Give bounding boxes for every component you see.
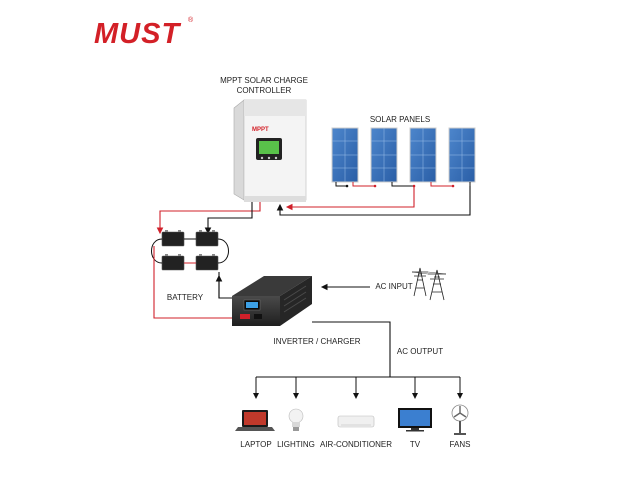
solar-panel-4 [448, 127, 476, 183]
solar-panel-1 [331, 127, 359, 183]
solar-to-controller-black-wire [276, 186, 471, 216]
ac-input-label: AC INPUT [375, 282, 413, 291]
load-label-air-conditioner: AIR-CONDITIONER [320, 440, 392, 449]
ac-output-label: AC OUTPUT [396, 347, 444, 356]
fan-icon [451, 404, 469, 435]
battery-label: BATTERY [166, 293, 204, 302]
battery-bank [151, 230, 229, 271]
solar-panels-label: SOLAR PANELS [369, 115, 431, 124]
transmission-tower-icon [411, 267, 447, 301]
inverter-label: INVERTER / CHARGER [273, 337, 361, 346]
controller-badge: MPPT [252, 127, 269, 133]
solar-panel-array [331, 127, 476, 183]
bulb-icon [288, 408, 304, 431]
load-label-tv: TV [409, 440, 421, 449]
controller-to-battery-black-wire [204, 202, 253, 235]
controller-label-line1: MPPT SOLAR CHARGE [220, 76, 308, 85]
must-logo: MUST [94, 18, 181, 50]
tv-icon [398, 408, 432, 432]
solar-panel-2 [370, 127, 398, 183]
mppt-controller: MPPT [233, 99, 307, 202]
ac-output-wire [312, 321, 391, 377]
controller-label-line2: CONTROLLER [236, 86, 292, 95]
load-label-lighting: LIGHTING [277, 440, 315, 449]
air-conditioner-icon [337, 415, 375, 428]
battery-to-inverter-red-wire [153, 246, 242, 322]
inverter-charger [232, 276, 312, 326]
load-label-fans: FANS [449, 440, 471, 449]
panel-interconnect-wires [335, 182, 471, 188]
solar-to-controller-red-wire [285, 186, 415, 211]
load-label-laptop: LAPTOP [240, 440, 272, 449]
laptop-icon [235, 410, 275, 431]
registered-mark: ® [188, 17, 194, 24]
solar-panel-3 [409, 127, 437, 183]
controller-to-battery-red-wire [156, 202, 261, 235]
